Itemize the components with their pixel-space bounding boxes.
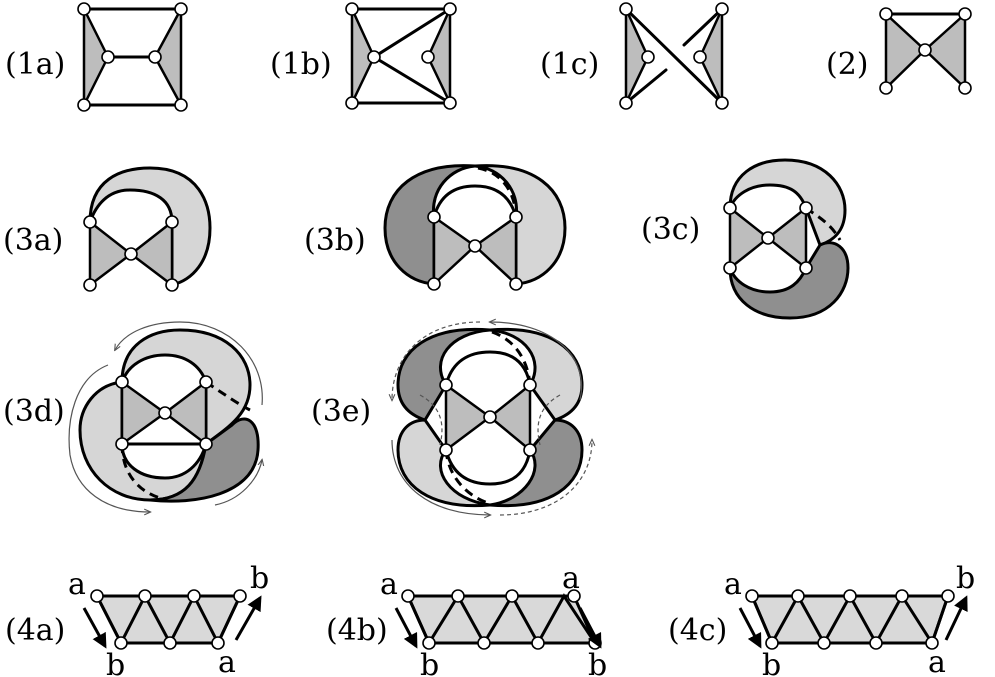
strip-4a: a b b a bbox=[68, 561, 269, 677]
edge-arrow-right bbox=[234, 595, 262, 641]
panel-label-4a: (4a) bbox=[5, 613, 65, 648]
panel-label-2: (2) bbox=[826, 47, 869, 82]
shaded-triangle-right bbox=[698, 7, 724, 105]
surface-3e bbox=[392, 322, 592, 515]
shaded-triangle-left bbox=[82, 7, 110, 107]
shaded-triangle-left bbox=[884, 12, 927, 90]
corner-label-tr: b bbox=[956, 561, 975, 596]
shaded-triangle-right bbox=[129, 220, 174, 287]
graph-1a bbox=[77, 2, 188, 112]
band-light bbox=[473, 164, 567, 286]
band-dark bbox=[383, 164, 477, 286]
edge-arrow-right bbox=[578, 607, 602, 649]
shaded-triangle-left bbox=[624, 7, 650, 105]
corner-label-bl: b bbox=[106, 648, 125, 677]
panel-label-1a: (1a) bbox=[5, 47, 65, 82]
panel-label-3d: (3d) bbox=[3, 394, 65, 429]
edge-arrow-right bbox=[944, 595, 968, 641]
band-light bbox=[728, 158, 847, 247]
panel-4c: (4c) a b b a bbox=[668, 561, 975, 677]
panel-label-4b: (4b) bbox=[326, 613, 388, 648]
corner-label-tr: a bbox=[562, 561, 580, 596]
panel-4b: (4b) a a b b bbox=[326, 561, 607, 677]
corner-label-bl: b bbox=[762, 648, 781, 677]
panel-4a: (4a) a b b a bbox=[5, 561, 269, 677]
shaded-triangle-right bbox=[473, 215, 518, 286]
hole-bottom bbox=[120, 442, 208, 480]
panel-label-1b: (1b) bbox=[270, 47, 332, 82]
band-dark-topleft bbox=[396, 327, 492, 422]
band-light-bottomleft bbox=[396, 418, 492, 508]
band-light bbox=[88, 166, 212, 287]
panel-3d: (3d) bbox=[3, 321, 262, 512]
corner-label-tr: b bbox=[250, 561, 269, 596]
surface-3a bbox=[83, 166, 212, 292]
corner-label-tl: a bbox=[380, 567, 398, 602]
shaded-triangle-right bbox=[153, 7, 183, 107]
corner-label-tl: a bbox=[68, 567, 86, 602]
strip-4b: a a b b bbox=[380, 561, 607, 677]
panel-label-4c: (4c) bbox=[668, 613, 727, 648]
corner-label-br: b bbox=[588, 648, 607, 677]
shaded-triangle-right bbox=[766, 206, 808, 270]
band-dark-bottomright bbox=[488, 418, 584, 508]
shaded-triangle-right bbox=[163, 380, 208, 446]
band-light-topright bbox=[488, 327, 584, 422]
corner-label-bl: b bbox=[420, 648, 439, 677]
strip-4c: a b b a bbox=[724, 561, 975, 677]
surface-3d bbox=[68, 321, 262, 512]
corner-label-br: a bbox=[928, 645, 946, 677]
shaded-triangle-right bbox=[488, 383, 532, 452]
graph-1b bbox=[345, 2, 457, 110]
shaded-triangle-left bbox=[432, 215, 477, 286]
panel-3c: (3c) bbox=[641, 158, 850, 320]
band-dark bbox=[728, 241, 850, 320]
shaded-triangle-right bbox=[426, 7, 452, 105]
shaded-triangle-left bbox=[88, 220, 133, 287]
surface-3b bbox=[383, 164, 567, 291]
shaded-triangle-right bbox=[923, 12, 967, 90]
panel-3b: (3b) bbox=[304, 164, 567, 291]
panel-label-3c: (3c) bbox=[641, 212, 700, 247]
panel-label-3e: (3e) bbox=[311, 394, 371, 429]
shaded-triangle-left bbox=[444, 383, 492, 452]
panel-3a: (3a) bbox=[3, 166, 212, 292]
shaded-triangle-left bbox=[120, 380, 167, 446]
edge-arrow-left bbox=[738, 607, 762, 649]
graph-1c bbox=[619, 2, 729, 110]
corner-label-tl: a bbox=[724, 567, 742, 602]
edge-arrow-left bbox=[394, 607, 418, 649]
band-dark bbox=[148, 417, 260, 503]
edge-arrow-left bbox=[82, 607, 107, 649]
panel-1c: (1c) bbox=[540, 2, 729, 110]
panel-label-3b: (3b) bbox=[304, 223, 366, 258]
corner-label-br: a bbox=[218, 645, 236, 677]
surface-3c bbox=[723, 158, 850, 320]
shaded-triangle-left bbox=[350, 7, 376, 105]
panel-label-3a: (3a) bbox=[3, 223, 63, 258]
panel-2: (2) bbox=[826, 7, 972, 95]
shaded-triangle-left bbox=[728, 206, 770, 270]
panel-1b: (1b) bbox=[270, 2, 457, 110]
panel-1a: (1a) bbox=[5, 2, 188, 112]
panel-label-1c: (1c) bbox=[540, 47, 599, 82]
panel-3e: (3e) bbox=[311, 322, 592, 515]
graph-2 bbox=[879, 7, 972, 95]
